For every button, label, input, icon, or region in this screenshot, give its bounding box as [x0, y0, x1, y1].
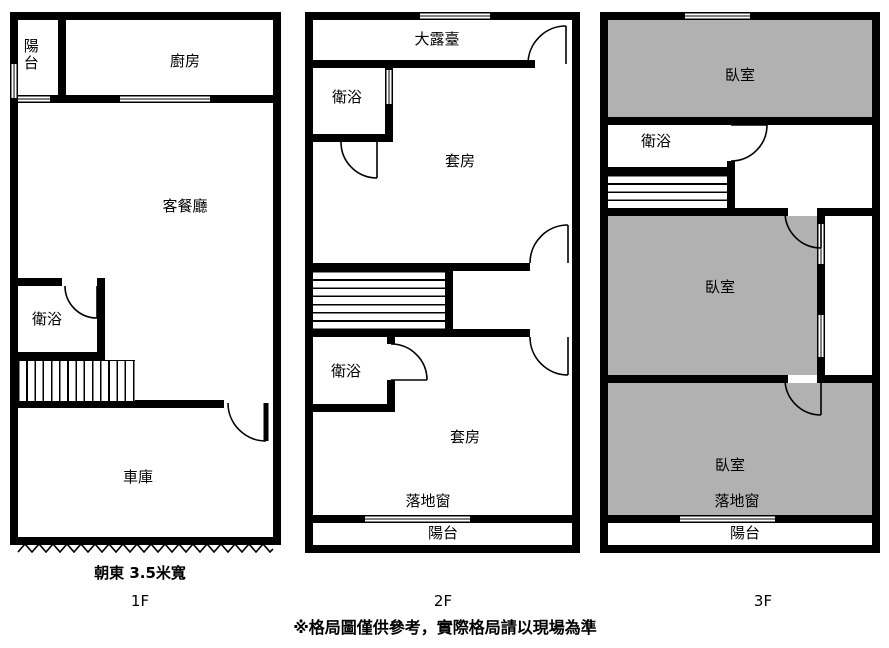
door-swing-arcs-2f: [340, 25, 569, 381]
wall-bedroom-top-bottom: [600, 117, 880, 125]
wall-bath-top: [10, 278, 105, 286]
wall-bath-right: [727, 117, 735, 216]
dimension-note: 朝東 3.5米寬: [94, 564, 186, 582]
room-label-kitchen: 廚房: [169, 52, 200, 70]
door-opening: [727, 125, 735, 161]
wall-suite-upper: [305, 263, 530, 271]
wall-bath-lower-bottom: [305, 404, 395, 412]
room-label-balcony: 陽台: [21, 38, 40, 72]
room-label-suite-lower: 套房: [449, 428, 480, 446]
window-symbol: [365, 515, 470, 523]
window-symbol: [10, 64, 18, 98]
wall-bath-upper-bottom: [305, 134, 393, 142]
room-fill-bedroom-top: [608, 20, 872, 117]
door-swing-arcs-3f: [730, 124, 822, 416]
label-french-window: 落地窗: [405, 492, 451, 510]
wall-suite-lower: [305, 329, 530, 337]
room-fill-bedroom-middle: [608, 216, 817, 375]
wall-outer-left: [600, 12, 608, 553]
window-symbol: [18, 95, 50, 103]
wall-outer-right: [273, 12, 281, 545]
window-symbol: [385, 70, 393, 104]
room-label-living-dining: 客餐廳: [162, 197, 208, 215]
room-fill-bedroom-bottom: [608, 383, 872, 515]
window-symbol: [420, 12, 490, 20]
door-opening: [788, 208, 817, 216]
wall-bath-bottom: [10, 352, 105, 360]
wall-bedroom-middle-right: [817, 208, 825, 383]
wall-bedroom-bottom-top: [600, 375, 880, 383]
wall-garage-top: [10, 400, 224, 408]
caption-3f: 3F: [753, 592, 773, 610]
floor-plan-2f: 大露臺 衛浴 套房 衛浴 套房 落地窗 陽台: [305, 12, 580, 553]
room-label-garage: 車庫: [122, 468, 153, 486]
window-symbol: [817, 315, 825, 357]
window-symbol: [685, 12, 750, 20]
door-opening: [62, 278, 97, 286]
wall-terrace: [305, 60, 535, 68]
window-symbol: [680, 515, 775, 523]
window-symbol: [120, 95, 210, 103]
disclaimer-note: ※格局圖僅供參考，實際格局請以現場為準: [293, 618, 597, 637]
wall-bath-right: [97, 278, 105, 360]
room-label-bath-upper: 衛浴: [331, 88, 362, 106]
room-label-bath-lower: 衛浴: [330, 362, 361, 380]
door-opening: [387, 344, 395, 380]
staircase: [608, 175, 728, 208]
caption-2f: 2F: [433, 592, 453, 610]
room-label-balcony: 陽台: [427, 524, 458, 542]
room-label-balcony: 陽台: [729, 524, 760, 542]
wall-outer-bottom: [305, 545, 580, 553]
floor-plan-3f: 臥室 衛浴 臥室 臥室 落地窗 陽台: [600, 12, 880, 553]
wall-stairs-right: [445, 263, 453, 337]
label-french-window: 落地窗: [714, 492, 760, 510]
wall-outer-right: [572, 12, 580, 553]
wall-outer-bottom: [10, 537, 281, 545]
room-label-bath: 衛浴: [31, 310, 62, 328]
door-swing-arcs-1f: [17, 285, 274, 553]
wall-outer-top: [10, 12, 281, 20]
wall-balcony-right: [58, 12, 66, 103]
wall-outer-bottom: [600, 545, 880, 553]
garage-shutter-zigzag: [17, 542, 274, 553]
room-label-terrace: 大露臺: [414, 30, 460, 48]
room-label-bath: 衛浴: [640, 132, 671, 150]
caption-1f: 1F: [130, 592, 150, 610]
wall-outer-left: [305, 12, 313, 553]
staircase: [18, 360, 135, 401]
room-label-bedroom-top: 臥室: [724, 66, 755, 84]
wall-outer-right: [872, 12, 880, 553]
room-label-bedroom-middle: 臥室: [704, 278, 735, 296]
floor-plan-1f: 陽台 廚房 客餐廳 衛浴 車庫: [10, 12, 281, 553]
staircase: [313, 271, 446, 329]
wall-bath-bottom: [600, 167, 735, 175]
wall-bedroom-middle-top: [600, 208, 880, 216]
room-label-bedroom-bottom: 臥室: [714, 456, 745, 474]
room-label-suite-upper: 套房: [444, 152, 475, 170]
door-opening: [788, 375, 817, 383]
